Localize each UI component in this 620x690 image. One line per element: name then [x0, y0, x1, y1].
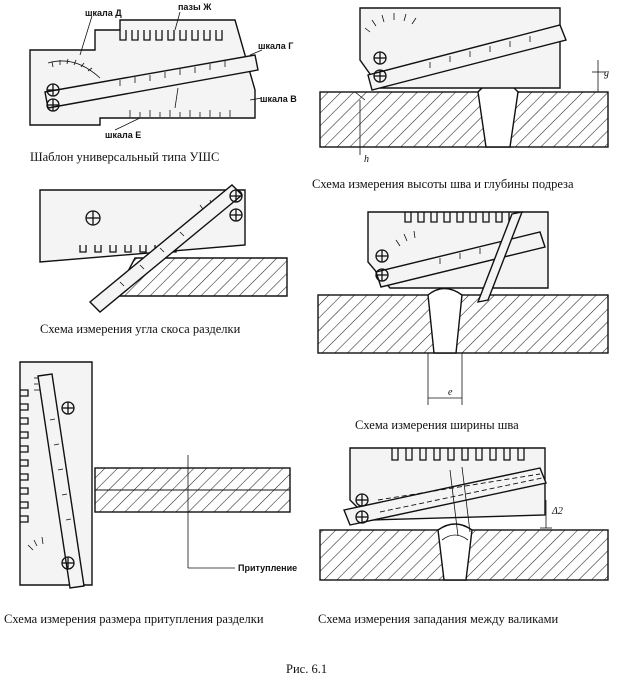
- screw-icon: [373, 51, 387, 65]
- screw-icon: [355, 510, 369, 524]
- scale-g-label: шкала Г: [258, 41, 293, 51]
- caption-bevel-angle: Схема измерения угла скоса разделки: [40, 322, 241, 336]
- scale-v-label: шкала В: [260, 94, 297, 104]
- seam-width-drawing: e: [317, 211, 609, 405]
- scale-e-label: шкала Е: [105, 130, 141, 140]
- h-label: h: [364, 154, 369, 165]
- screw-icon: [229, 208, 243, 222]
- seam-height-drawing: g h: [319, 7, 609, 165]
- screw-icon: [61, 556, 75, 570]
- caption-template-ushs: Шаблон универсальный типа УШС: [30, 150, 220, 164]
- blunting-drawing: Притупление: [19, 361, 297, 589]
- screw-icon: [85, 210, 101, 226]
- e-label: e: [448, 387, 453, 398]
- caption-seam-height: Схема измерения высоты шва и глубины под…: [312, 177, 574, 191]
- figure-number: Рис. 6.1: [286, 662, 328, 676]
- grooves-zh-label: пазы Ж: [178, 2, 212, 12]
- scale-d-label: шкала Д: [85, 8, 122, 18]
- screw-icon: [373, 69, 387, 83]
- screw-icon: [229, 189, 243, 203]
- caption-bead-sag: Схема измерения западания между валиками: [318, 612, 559, 626]
- screw-icon: [375, 249, 389, 263]
- bead-sag-drawing: Δ2: [319, 447, 609, 581]
- screw-icon: [46, 98, 60, 112]
- g-label: g: [604, 68, 609, 79]
- screw-icon: [355, 493, 369, 507]
- screw-icon: [61, 401, 75, 415]
- caption-blunting: Схема измерения размера притупления разд…: [4, 612, 264, 626]
- delta2-label: Δ2: [551, 506, 563, 517]
- screw-icon: [375, 268, 389, 282]
- blunting-label: Притупление: [238, 563, 297, 573]
- caption-seam-width: Схема измерения ширины шва: [355, 418, 519, 432]
- template-ushs-drawing: шкала Д пазы Ж шкала Г шкала В шкала Е: [29, 2, 297, 140]
- screw-icon: [46, 83, 60, 97]
- bevel-angle-drawing: [39, 184, 288, 313]
